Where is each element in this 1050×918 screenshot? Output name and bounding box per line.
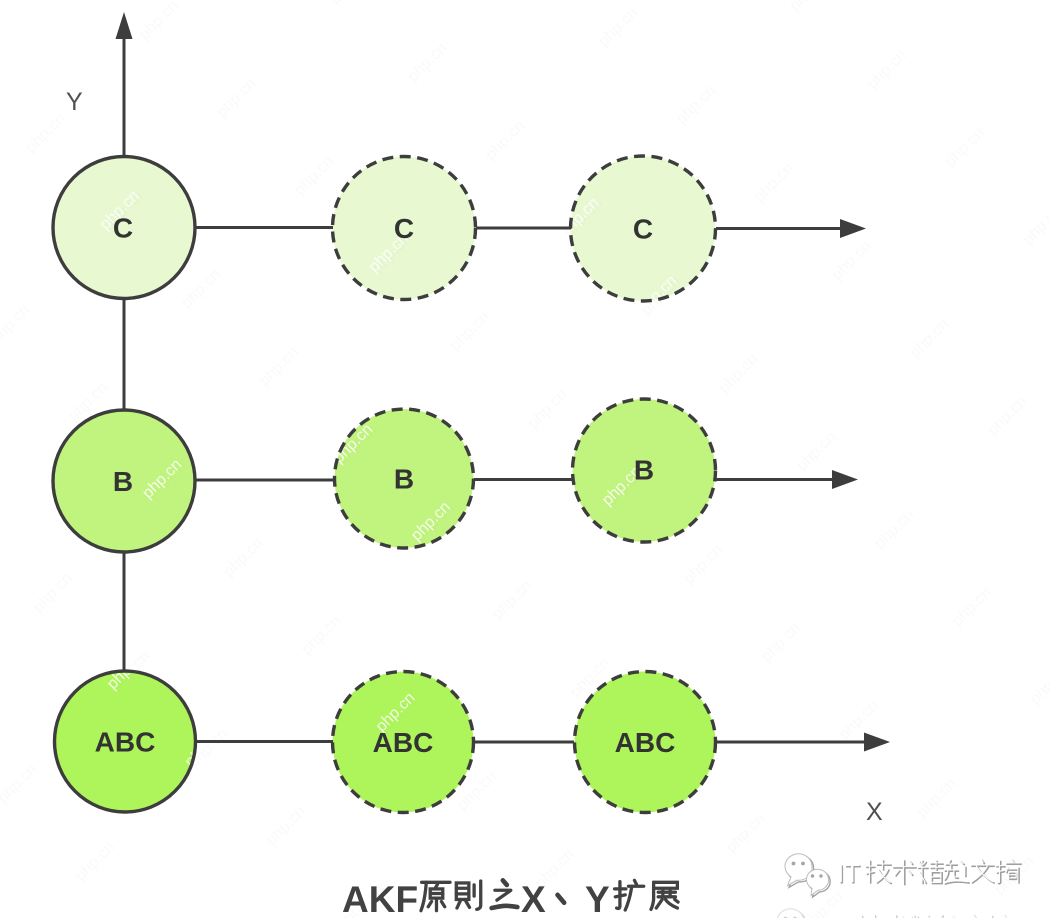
- svg-text:C: C: [633, 214, 653, 245]
- svg-text:ABC: ABC: [373, 727, 434, 758]
- svg-text:C: C: [394, 213, 414, 244]
- svg-text:ABC: ABC: [95, 727, 156, 758]
- svg-text:Y: Y: [585, 879, 610, 918]
- svg-text:ABC: ABC: [615, 727, 676, 758]
- svg-text:Y: Y: [66, 88, 83, 116]
- svg-text:X: X: [866, 798, 883, 826]
- svg-text:C: C: [113, 213, 133, 244]
- svg-text:IT: IT: [829, 913, 852, 918]
- svg-text:IT: IT: [837, 858, 860, 888]
- svg-text:AKF: AKF: [342, 879, 418, 918]
- svg-text:B: B: [394, 464, 414, 495]
- svg-text:B: B: [634, 455, 654, 486]
- svg-text:B: B: [113, 466, 133, 497]
- svg-text:IT: IT: [838, 859, 861, 889]
- svg-text:IT: IT: [830, 914, 853, 918]
- svg-text:X: X: [521, 879, 546, 918]
